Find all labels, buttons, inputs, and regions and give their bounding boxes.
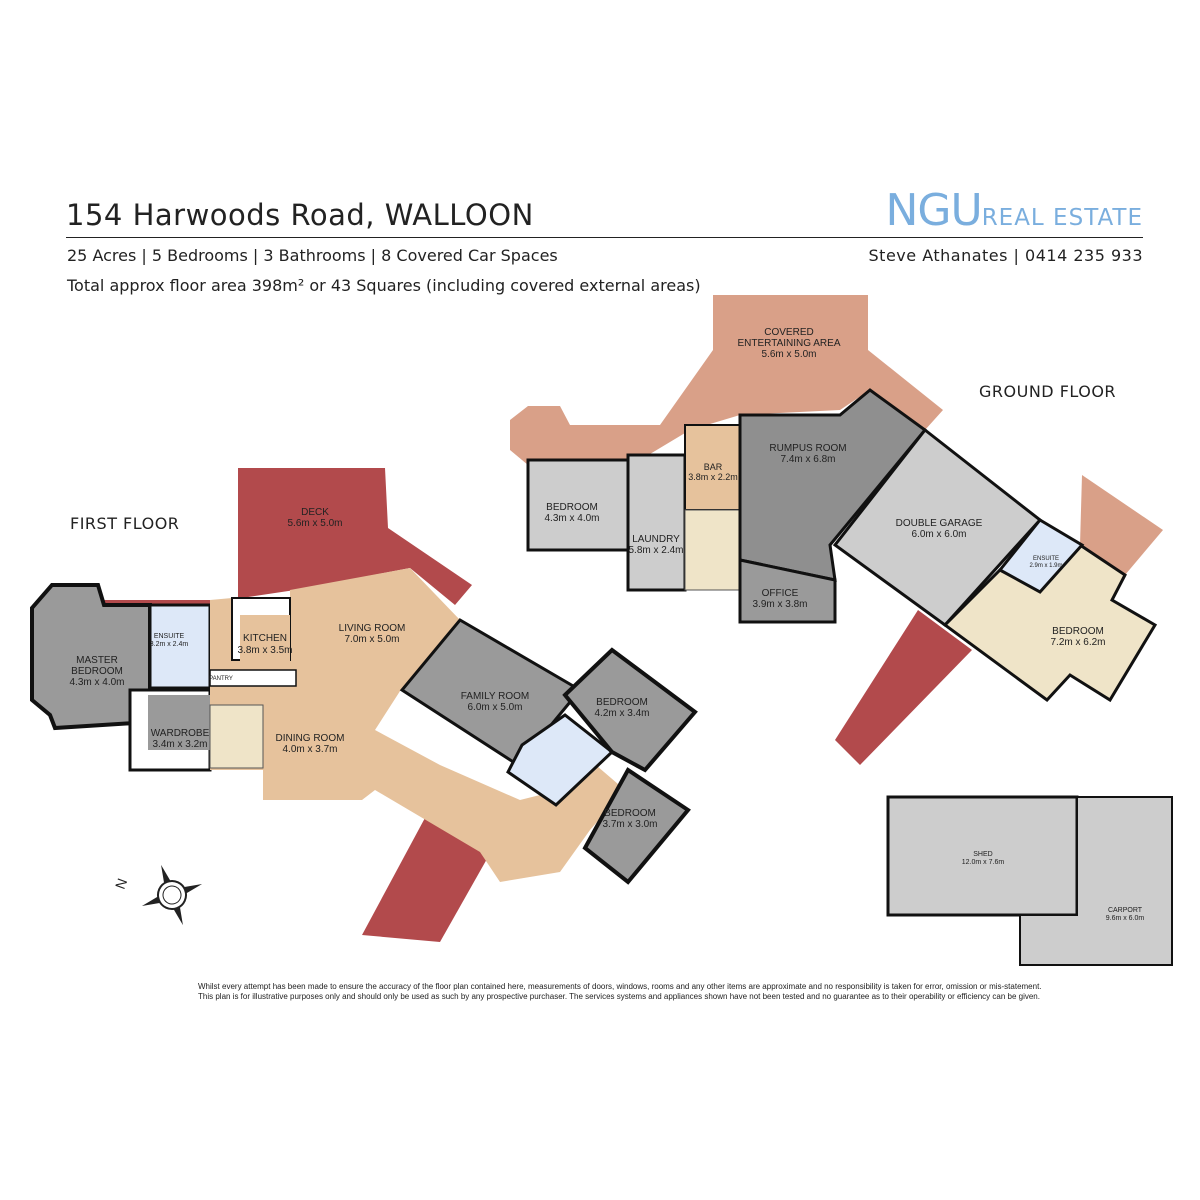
stairs bbox=[209, 704, 264, 769]
family-size: 6.0m x 5.0m bbox=[467, 702, 522, 713]
laundry-size: 5.8m x 2.4m bbox=[628, 545, 683, 556]
disclaimer-line-1: Whilst every attempt has been made to en… bbox=[198, 982, 1042, 991]
living-size: 7.0m x 5.0m bbox=[344, 634, 399, 645]
office-size: 3.9m x 3.8m bbox=[752, 599, 807, 610]
carport-label: CARPORT bbox=[1108, 907, 1143, 914]
disclaimer-line-2: This plan is for illustrative purposes o… bbox=[198, 992, 1040, 1001]
ground-floor-plan bbox=[510, 295, 1173, 966]
agency-logo: NGUREAL ESTATE bbox=[885, 185, 1143, 236]
laundry bbox=[626, 453, 687, 592]
ground-bedroom-size: 4.3m x 4.0m bbox=[544, 513, 599, 524]
bathroom bbox=[506, 713, 615, 807]
ground-ensuite-size: 2.9m x 1.9m bbox=[1029, 563, 1062, 569]
ground-stairs bbox=[684, 509, 741, 591]
bedroom-4-2 bbox=[562, 647, 698, 773]
covered-label-1: COVERED bbox=[764, 327, 813, 338]
agent-contact: Steve Athanates | 0414 235 933 bbox=[868, 246, 1143, 265]
ground-bedroom-label: BEDROOM bbox=[546, 502, 598, 513]
master-size: 4.3m x 4.0m bbox=[69, 677, 124, 688]
deck bbox=[100, 468, 472, 620]
shed-label: SHED bbox=[973, 851, 992, 858]
family-label: FAMILY ROOM bbox=[461, 691, 530, 702]
bedroom1-size: 4.2m x 3.4m bbox=[594, 708, 649, 719]
dining-label: DINING ROOM bbox=[276, 733, 345, 744]
logo-tagline: REAL ESTATE bbox=[981, 205, 1143, 231]
ensuite-label: ENSUITE bbox=[154, 633, 185, 640]
rumpus-size: 7.4m x 6.8m bbox=[780, 454, 835, 465]
covered-label-2: ENTERTAINING AREA bbox=[738, 338, 841, 349]
master-bedroom bbox=[30, 583, 152, 731]
terrace bbox=[1080, 475, 1163, 575]
bedroom2-label: BEDROOM bbox=[604, 808, 656, 819]
ground-ramp bbox=[835, 610, 972, 765]
laundry-label: LAUNDRY bbox=[632, 534, 680, 545]
first-floor-labels: DECK 5.6m x 5.0m MASTER BEDROOM 4.3m x 4… bbox=[69, 507, 657, 830]
first-floor-label: FIRST FLOOR bbox=[70, 514, 180, 533]
compass-north: N bbox=[112, 876, 130, 891]
ensuite bbox=[148, 603, 212, 690]
bedroom-3-7 bbox=[582, 767, 691, 885]
ground-ensuite bbox=[997, 518, 1085, 594]
garage-size: 6.0m x 6.0m bbox=[911, 529, 966, 540]
living-label: LIVING ROOM bbox=[339, 623, 406, 634]
office bbox=[738, 558, 837, 624]
shed-size: 12.0m x 7.6m bbox=[962, 859, 1005, 866]
bar-size: 3.8m x 2.2m bbox=[688, 472, 738, 482]
ground-bedroom2-size: 7.2m x 6.2m bbox=[1050, 637, 1105, 648]
office-label: OFFICE bbox=[762, 588, 799, 599]
pantry-label: PANTRY bbox=[209, 676, 233, 682]
deck-label: DECK bbox=[301, 507, 329, 518]
covered-entertaining-area bbox=[510, 295, 943, 465]
header-divider bbox=[66, 237, 1143, 238]
master-label-2: BEDROOM bbox=[71, 666, 123, 677]
ground-ensuite-label: ENSUITE bbox=[1033, 556, 1059, 562]
ground-floor-labels: COVERED ENTERTAINING AREA 5.6m x 5.0m BE… bbox=[544, 327, 1144, 922]
disclaimer: Whilst every attempt has been made to en… bbox=[198, 982, 1058, 1002]
deck-size: 5.6m x 5.0m bbox=[287, 518, 342, 529]
ground-bedroom2-label: BEDROOM bbox=[1052, 626, 1104, 637]
wardrobe bbox=[148, 695, 210, 750]
covered-size: 5.6m x 5.0m bbox=[761, 349, 816, 360]
pantry-bench bbox=[209, 669, 297, 687]
property-summary: 25 Acres | 5 Bedrooms | 3 Bathrooms | 8 … bbox=[67, 246, 558, 265]
bar-label: BAR bbox=[704, 462, 723, 472]
wardrobe-size: 3.4m x 3.2m bbox=[152, 739, 207, 750]
dining-size: 4.0m x 3.7m bbox=[282, 744, 337, 755]
master-label-1: MASTER bbox=[76, 655, 118, 666]
wood-floor bbox=[210, 568, 625, 882]
property-address: 154 Harwoods Road, WALLOON bbox=[66, 198, 534, 232]
bedroom1-label: BEDROOM bbox=[596, 697, 648, 708]
compass-rose bbox=[141, 864, 203, 926]
logo-brand: NGU bbox=[885, 185, 982, 236]
carport-size: 9.6m x 6.0m bbox=[1106, 915, 1145, 922]
rumpus-label: RUMPUS ROOM bbox=[769, 443, 846, 454]
kitchen-size: 3.8m x 3.5m bbox=[237, 645, 292, 656]
ground-bedroom bbox=[526, 458, 630, 552]
kitchen-label: KITCHEN bbox=[243, 633, 287, 644]
bedroom2-size: 3.7m x 3.0m bbox=[602, 819, 657, 830]
ground-floor-label: GROUND FLOOR bbox=[979, 382, 1117, 401]
ensuite-size: 3.2m x 2.4m bbox=[150, 641, 189, 648]
floor-area: Total approx floor area 398m² or 43 Squa… bbox=[67, 276, 701, 295]
wardrobe-label: WARDROBE bbox=[151, 728, 210, 739]
first-floor-plan bbox=[30, 468, 698, 942]
carport bbox=[1019, 796, 1173, 966]
kitchen bbox=[240, 615, 290, 670]
garage-label: DOUBLE GARAGE bbox=[896, 518, 983, 529]
